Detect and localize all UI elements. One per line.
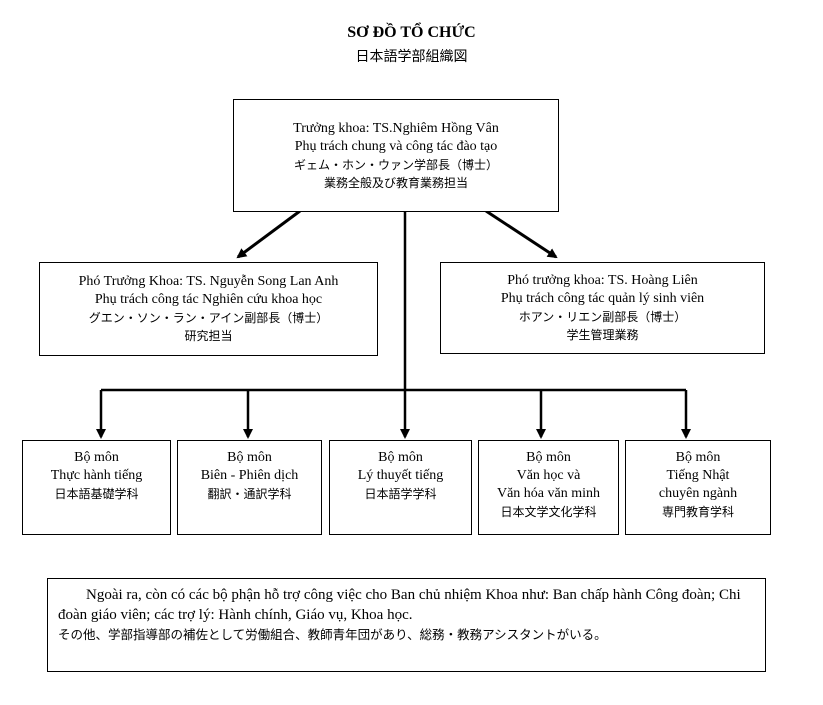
department-label: Bộ môn	[227, 450, 272, 465]
vice-dean-students-responsibility-ja: 学生管理業務	[566, 328, 639, 342]
dean-title-ja: ギェム・ホン・ウァン学部長（博士）	[293, 157, 498, 172]
diagram-title: SƠ ĐỒ TỔ CHỨC	[347, 24, 476, 41]
arrow-dean-to-vice-students	[485, 209, 558, 259]
department-name-ja: 日本語学学科	[364, 487, 437, 501]
note-text-vi: Ngoài ra, còn có các bộ phận hỗ trợ công…	[58, 587, 741, 623]
vice-dean-research-box: Phó Trưởng Khoa: TS. Nguyễn Song Lan Anh…	[39, 262, 378, 356]
note-text-ja: その他、学部指導部の補佐として労働組合、教師青年団があり、総務・教務アシスタント…	[58, 627, 607, 642]
department-name-ja: 専門教育学科	[661, 505, 734, 519]
department-name: Thực hành tiếng	[50, 468, 143, 483]
department-name-ja: 日本文学文化学科	[500, 505, 597, 519]
dean-box: Trưởng khoa: TS.Nghiêm Hồng Vân Phụ trác…	[233, 99, 559, 212]
vice-dean-students-responsibility: Phụ trách công tác quản lý sinh viên	[500, 291, 705, 306]
dean-title: Trưởng khoa: TS.Nghiêm Hồng Vân	[293, 120, 499, 136]
dean-responsibility: Phụ trách chung và công tác đào tạo	[294, 138, 498, 154]
vice-dean-research-responsibility-ja: 研究担当	[184, 329, 233, 343]
vice-dean-research-title-ja: グエン・ソン・ラン・アイン副部長（博士）	[88, 311, 329, 325]
department-name-line-1: Văn học và	[516, 468, 581, 483]
department-name-ja: 日本語基礎学科	[54, 487, 139, 501]
department-label: Bộ môn	[378, 450, 423, 465]
department-box-linguistics: Bộ môn Lý thuyết tiếng 日本語学学科	[329, 440, 472, 535]
department-box-translation: Bộ môn Biên - Phiên dịch 翻訳・通訳学科	[177, 440, 322, 535]
department-label: Bộ môn	[74, 450, 119, 465]
vice-dean-research-title: Phó Trưởng Khoa: TS. Nguyễn Song Lan Anh	[78, 274, 339, 289]
vice-dean-students-title: Phó trưởng khoa: TS. Hoàng Liên	[507, 273, 698, 288]
department-box-practice: Bộ môn Thực hành tiếng 日本語基礎学科	[22, 440, 171, 535]
vice-dean-students-box: Phó trưởng khoa: TS. Hoàng Liên Phụ trác…	[440, 262, 765, 354]
department-name-line-2: Văn hóa văn minh	[496, 486, 601, 501]
department-name: Lý thuyết tiếng	[357, 468, 444, 483]
department-name-ja: 翻訳・通訳学科	[207, 487, 292, 501]
department-name: Biên - Phiên dịch	[200, 468, 299, 483]
department-name-line-1: Tiếng Nhật	[666, 468, 730, 483]
department-name-line-2: chuyên ngành	[658, 486, 738, 501]
department-box-specialized-japanese: Bộ môn Tiếng Nhật chuyên ngành 専門教育学科	[625, 440, 771, 535]
vice-dean-students-title-ja: ホアン・リエン副部長（博士）	[518, 310, 687, 324]
department-box-literature: Bộ môn Văn học và Văn hóa văn minh 日本文学文…	[478, 440, 619, 535]
vice-dean-research-responsibility: Phụ trách công tác Nghiên cứu khoa học	[94, 292, 323, 307]
department-label: Bộ môn	[526, 450, 571, 465]
support-units-note: Ngoài ra, còn có các bộ phận hỗ trợ công…	[47, 578, 766, 672]
arrow-dean-to-vice-research	[236, 209, 301, 259]
diagram-subtitle: 日本語学部組織図	[355, 49, 468, 65]
dean-responsibility-ja: 業務全般及び教育業務担当	[323, 175, 468, 190]
department-label: Bộ môn	[675, 450, 721, 465]
